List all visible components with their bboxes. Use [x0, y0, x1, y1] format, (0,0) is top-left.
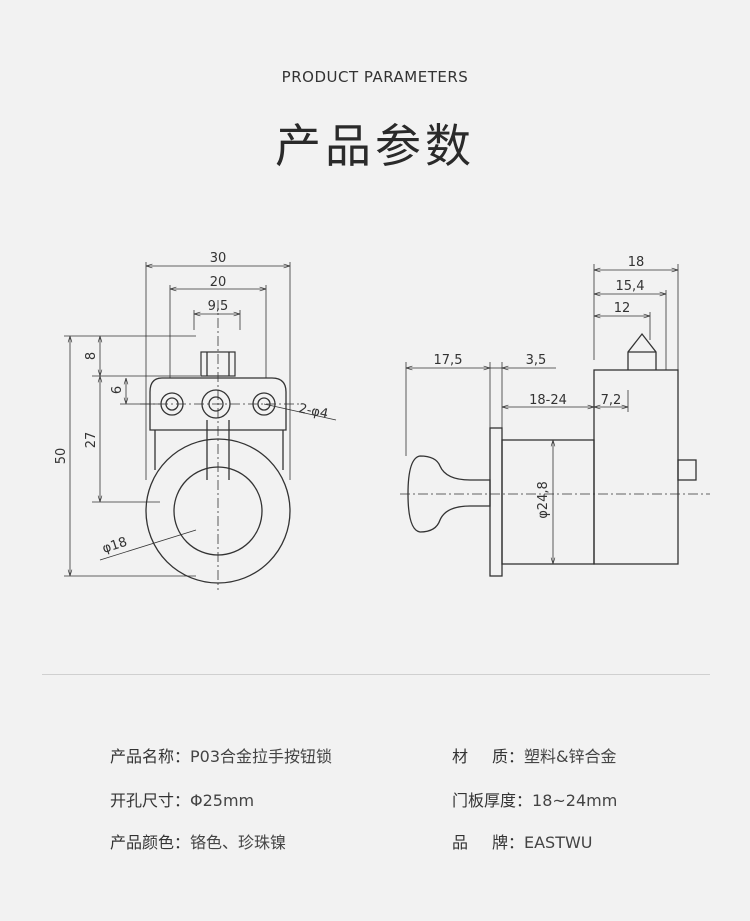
dim-30: 30	[210, 251, 227, 266]
dim-18: 18	[628, 255, 645, 270]
spec-label: 产品颜色：	[110, 833, 191, 852]
dim-50: 50	[54, 448, 69, 465]
dim-8: 8	[84, 352, 99, 360]
spec-label-part: 质：	[491, 747, 524, 766]
section-divider	[42, 674, 710, 675]
spec-value: 铬色、珍珠镍	[190, 833, 287, 852]
spec-value: 塑料&锌合金	[524, 747, 617, 766]
spec-brand: 品 牌：EASTWU	[452, 829, 593, 853]
technical-drawing: 30 20 9,5 8 6 27 50 2-φ4 φ18	[54, 251, 710, 590]
dim-7-2: 7,2	[601, 393, 622, 408]
dim-18-24: 18-24	[529, 393, 567, 408]
dim-17-5: 17,5	[434, 353, 463, 368]
spec-label-part: 牌：	[491, 833, 524, 852]
spec-label: 开孔尺寸：	[110, 791, 191, 810]
side-view	[400, 264, 710, 577]
dim-holes: 2-φ4	[297, 401, 329, 422]
spec-value: Φ25mm	[190, 791, 255, 810]
spec-product-name: 产品名称：P03合金拉手按钮锁	[110, 743, 332, 767]
dim-phi18: φ18	[101, 535, 130, 557]
front-view	[64, 262, 337, 590]
spec-material: 材 质：塑料&锌合金	[452, 743, 616, 767]
dim-9-5: 9,5	[208, 299, 229, 314]
spec-product-color: 产品颜色：铬色、珍珠镍	[110, 829, 286, 853]
dim-15-4: 15,4	[616, 279, 645, 294]
page-title: 产品参数	[275, 119, 475, 173]
dim-27: 27	[84, 432, 99, 449]
spec-value: 18~24mm	[532, 791, 618, 810]
dim-20: 20	[210, 275, 227, 290]
spec-label: 门板厚度：	[452, 791, 533, 810]
subtitle-english: PRODUCT PARAMETERS	[281, 68, 469, 86]
dim-12: 12	[614, 301, 631, 316]
dim-6: 6	[110, 386, 125, 394]
spec-value: EASTWU	[524, 833, 593, 852]
dim-phi24-8: φ24,8	[536, 481, 551, 519]
spec-label-part: 品	[452, 833, 469, 852]
spec-hole-size: 开孔尺寸：Φ25mm	[110, 787, 254, 811]
spec-door-thickness: 门板厚度：18~24mm	[452, 787, 617, 811]
spec-label: 产品名称：	[110, 747, 191, 766]
spec-value: P03合金拉手按钮锁	[190, 747, 333, 766]
dim-3-5: 3,5	[526, 353, 547, 368]
spec-label-part: 材	[452, 747, 469, 766]
